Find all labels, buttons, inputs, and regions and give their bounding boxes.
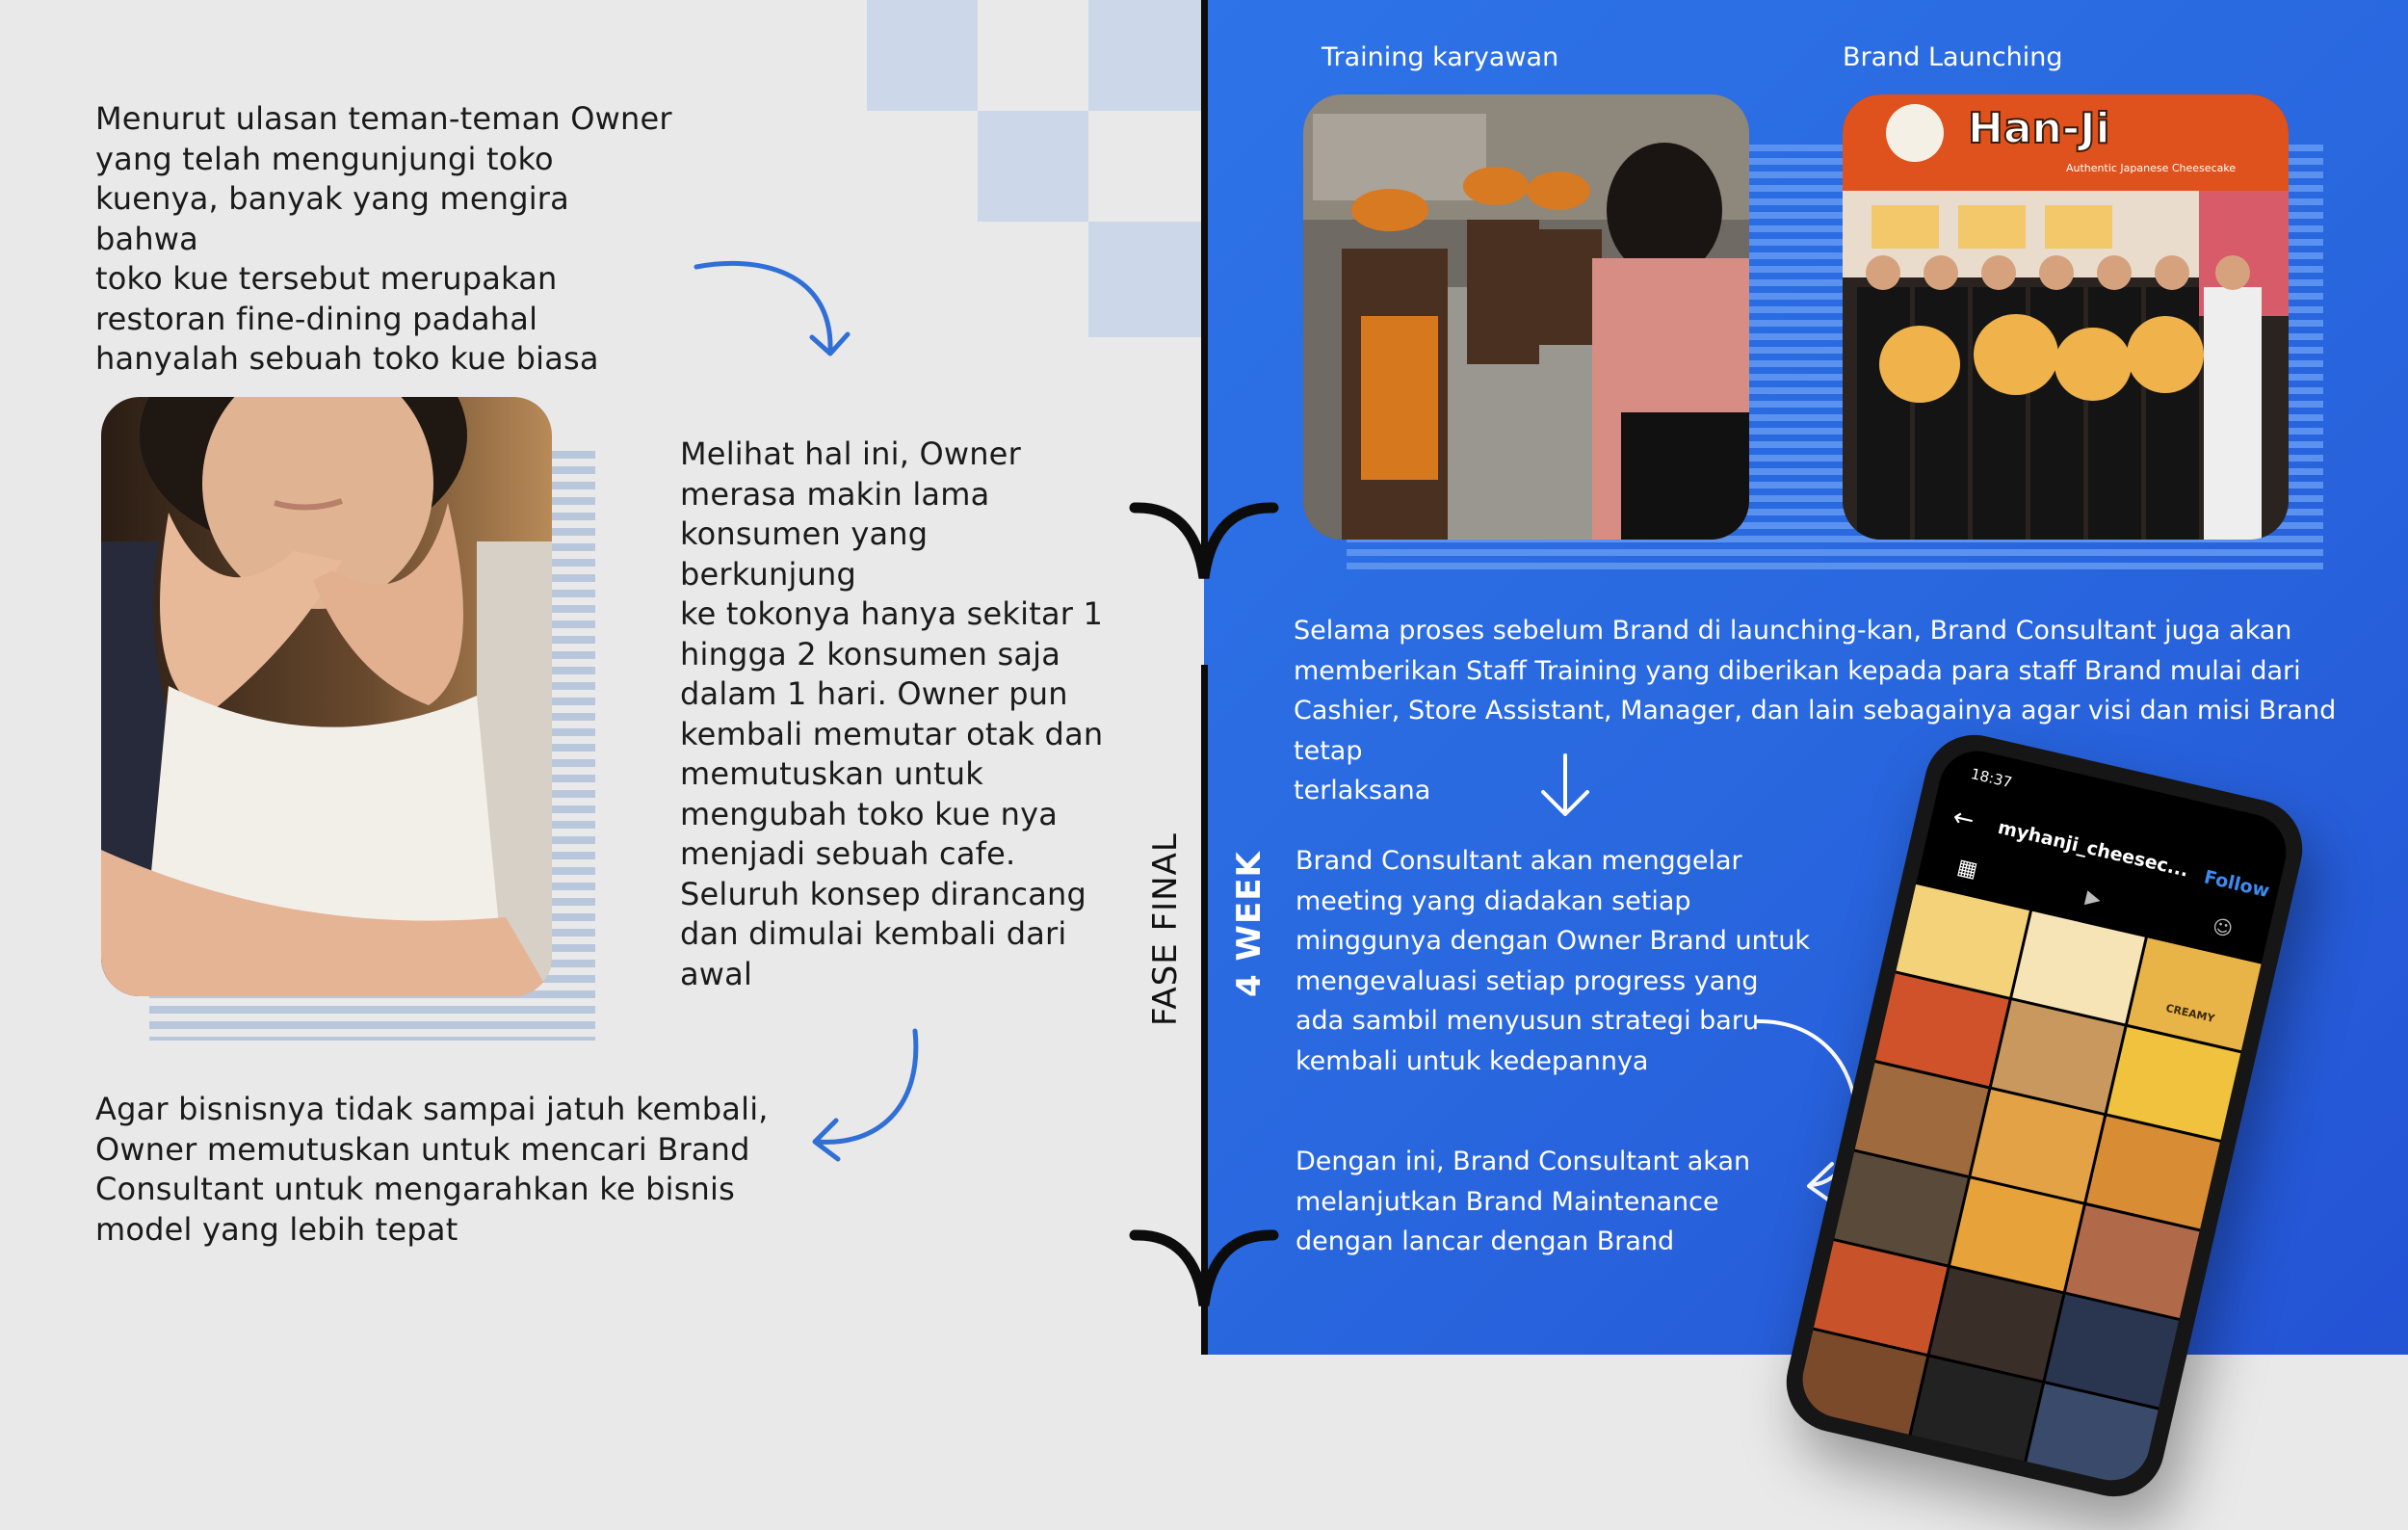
text-line: model yang lebih tepat — [95, 1210, 458, 1248]
curved-arrow-icon — [812, 1028, 919, 1162]
text-line: kembali memutar otak dan — [680, 715, 1104, 752]
curved-arrow-icon — [694, 260, 851, 356]
text-line: Menurut ulasan teman-teman Owner — [95, 100, 672, 137]
photo-caption-training: Training karyawan — [1322, 42, 1559, 72]
text-line: merasa makin lama — [680, 475, 990, 513]
brand-sign-sub: Authentic Japanese Cheesecake — [2066, 162, 2236, 174]
checker-block — [867, 0, 978, 111]
text-line: terlaksana — [1294, 776, 1431, 805]
text-line: melanjutkan Brand Maintenance — [1296, 1186, 1719, 1217]
text-line: Melihat hal ini, Owner — [680, 435, 1021, 472]
arrow-down-icon — [1541, 753, 1589, 816]
text-line: ke tokonya hanya sekitar 1 — [680, 595, 1104, 632]
duration-label: 4 WEEK — [1230, 851, 1269, 997]
training-photo — [1303, 94, 1749, 540]
text-line: Seluruh konsep dirancang — [680, 875, 1087, 912]
text-line: yang telah mengunjungi toko — [95, 140, 554, 177]
paragraph-meeting: Brand Consultant akan menggelar meeting … — [1296, 841, 1835, 1081]
checker-block — [1088, 0, 1202, 111]
text-line: minggunya dengan Owner Brand untuk — [1296, 926, 1811, 956]
text-line: Consultant untuk mengarahkan ke bisnis — [95, 1171, 736, 1207]
text-line: Selama proses sebelum Brand di launching… — [1294, 616, 2292, 646]
follow-button[interactable]: Follow — [2202, 866, 2272, 903]
text-line: memutuskan untuk — [680, 755, 983, 792]
paragraph-consultant: Agar bisnisnya tidak sampai jatuh kembal… — [95, 1090, 770, 1250]
text-line: Owner memutuskan untuk mencari Brand — [95, 1130, 750, 1168]
grid-tab-icon[interactable]: ▦ — [1954, 855, 1980, 884]
text-line: mengubah toko kue nya — [680, 795, 1059, 832]
timeline-line-bottom — [1201, 665, 1208, 1355]
text-line: Cashier, Store Assistant, Manager, dan l… — [1294, 696, 2337, 766]
paragraph-decision: Melihat hal ini, Owner merasa makin lama… — [680, 435, 1104, 994]
timeline-chevron-icon — [1129, 1229, 1279, 1306]
text-line: Brand Consultant akan menggelar — [1296, 846, 1742, 876]
text-line: memberikan Staff Training yang diberikan… — [1294, 655, 2301, 686]
phase-label: FASE FINAL — [1146, 832, 1185, 1026]
right-panel: Training karyawan Brand Launching — [1204, 0, 2408, 1507]
back-arrow-icon[interactable]: ← — [1950, 803, 1977, 836]
checker-block — [978, 111, 1088, 222]
text-line: awal — [680, 955, 753, 992]
text-line: restoran fine-dining padahal — [95, 300, 538, 337]
post-grid: CREAMY — [1794, 884, 2262, 1489]
text-line: mengevaluasi setiap progress yang — [1296, 965, 1759, 996]
paragraph-reviews: Menurut ulasan teman-teman Owner yang te… — [95, 99, 673, 380]
text-line: dalam 1 hari. Owner pun — [680, 675, 1068, 712]
reels-tab-icon[interactable]: ▶ — [2083, 884, 2104, 911]
text-line: menjadi sebuah cafe. — [680, 835, 1016, 872]
paragraph-maintenance: Dengan ini, Brand Consultant akan melanj… — [1296, 1142, 1835, 1262]
text-line: meeting yang diadakan setiap — [1296, 885, 1691, 916]
tagged-tab-icon[interactable]: ☺ — [2210, 913, 2236, 941]
thinking-woman-photo — [101, 397, 552, 996]
text-line: hanyalah sebuah toko kue biasa — [95, 340, 599, 377]
text-line: dengan lancar dengan Brand — [1296, 1227, 1675, 1256]
timeline-line-top — [1201, 0, 1208, 576]
brand-sign: Han-Ji — [1968, 104, 2110, 153]
phone-time: 18:37 — [1969, 765, 2014, 792]
text-line: Agar bisnisnya tidak sampai jatuh kembal… — [95, 1091, 769, 1127]
left-panel: Menurut ulasan teman-teman Owner yang te… — [0, 0, 1204, 1355]
text-line: Dengan ini, Brand Consultant akan — [1296, 1147, 1751, 1176]
photo-caption-launching: Brand Launching — [1843, 42, 2063, 72]
text-line: konsumen yang berkunjung — [680, 515, 929, 593]
timeline-chevron-icon — [1129, 502, 1279, 579]
brand-launching-photo: Han-Ji Authentic Japanese Cheesecake — [1843, 94, 2289, 540]
paragraph-staff-training: Selama proses sebelum Brand di launching… — [1294, 611, 2353, 811]
phone-screen: 18:37 ← myhanji_cheesec... Follow ▦ ▶ ☺ … — [1794, 743, 2294, 1489]
text-line: toko kue tersebut merupakan — [95, 260, 558, 297]
text-line: kembali untuk kedepannya — [1296, 1045, 1649, 1076]
text-line: ada sambil menyusun strategi baru — [1296, 1006, 1760, 1036]
phone-mockup: 18:37 ← myhanji_cheesec... Follow ▦ ▶ ☺ … — [1772, 725, 2331, 1529]
text-line: kuenya, banyak yang mengira bahwa — [95, 180, 569, 257]
text-line: dan dimulai kembali dari — [680, 915, 1067, 952]
grid-post-label: CREAMY — [2164, 1001, 2216, 1025]
checker-block — [1088, 222, 1202, 337]
profile-username: myhanji_cheesec... — [1996, 816, 2191, 882]
text-line: hingga 2 konsumen saja — [680, 635, 1061, 673]
